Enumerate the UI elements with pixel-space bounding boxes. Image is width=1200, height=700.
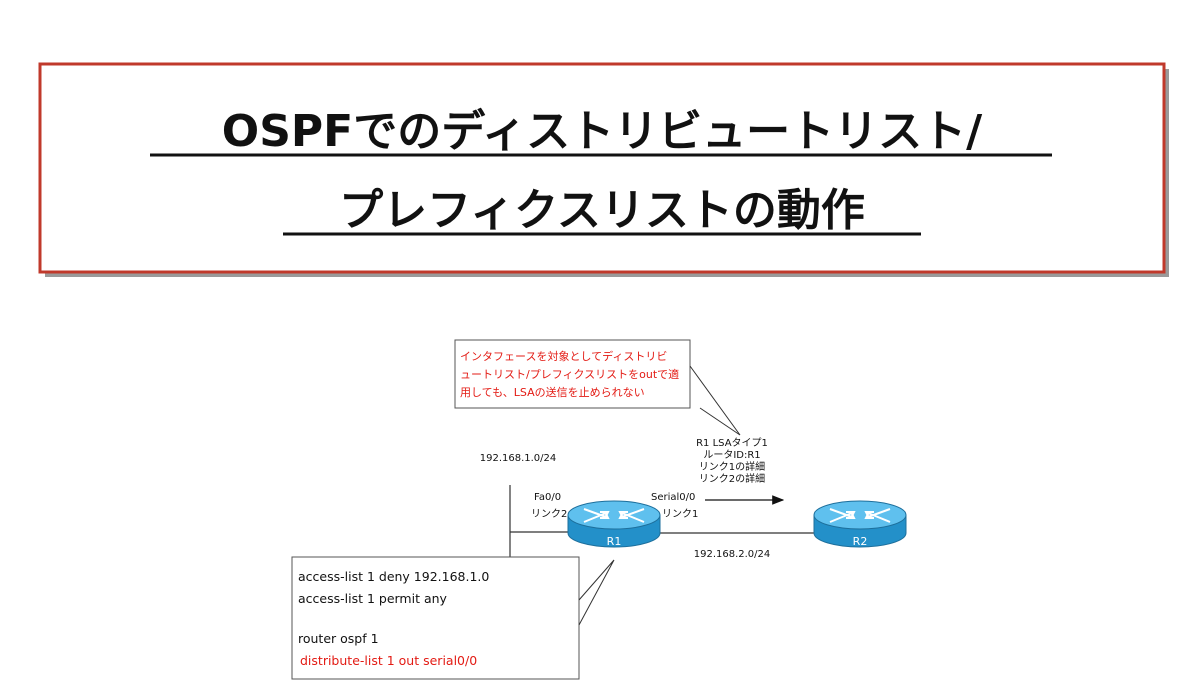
router-icon — [567, 500, 661, 548]
config-line-3: router ospf 1 — [298, 631, 379, 646]
config-box — [291, 556, 580, 680]
note-line-1: インタフェースを対象としてディストリビ — [460, 349, 667, 363]
lsa-line-2: ルータID:R1 — [703, 449, 760, 461]
title-box-frame — [38, 62, 1166, 274]
r1-label: R1 — [607, 535, 622, 548]
note-line-2: ュートリスト/プレフィクスリストをoutで適 — [460, 367, 679, 381]
note-box — [454, 339, 691, 409]
title-line-2: プレフィクスリストの動作 — [339, 185, 865, 236]
note-callout: インタフェースを対象としてディストリビ ュートリスト/プレフィクスリストをout… — [454, 339, 741, 436]
note-line-3: 用しても、LSAの送信を止められない — [460, 385, 645, 399]
title-box: OSPFでのディストリビュートリスト/ プレフィクスリストの動作 — [38, 62, 1169, 277]
title-line-1: OSPFでのディストリビュートリスト/ — [222, 106, 983, 157]
config-line-2: access-list 1 permit any — [298, 591, 448, 606]
note-pointer — [689, 365, 741, 436]
lsa-line-1: R1 LSAタイプ1 — [696, 437, 768, 449]
config-line-1: access-list 1 deny 192.168.1.0 — [298, 569, 489, 584]
router-r1: R1 — [567, 500, 661, 548]
config-line-4: distribute-list 1 out serial0/0 — [300, 653, 477, 668]
router-icon — [813, 500, 907, 548]
lsa-info: R1 LSAタイプ1 ルータID:R1 リンク1の詳細 リンク2の詳細 — [696, 437, 785, 505]
r1-serial-link-label: リンク1 — [662, 508, 698, 520]
left-network: 192.168.1.0/24 — [480, 453, 568, 558]
lsa-line-4: リンク2の詳細 — [699, 472, 765, 485]
router-r2: R2 — [813, 500, 907, 548]
network-right-label: 192.168.2.0/24 — [694, 549, 771, 560]
network-left-label: 192.168.1.0/24 — [480, 453, 557, 464]
r1-fa-interface-label: Fa0/0 — [534, 492, 561, 503]
config-pointer — [578, 559, 615, 626]
r1-fa-link-label: リンク2 — [531, 508, 567, 520]
r1-serial-interface-label: Serial0/0 — [651, 492, 695, 503]
lsa-line-3: リンク1の詳細 — [699, 460, 765, 473]
r2-label: R2 — [853, 535, 868, 548]
config-callout: access-list 1 deny 192.168.1.0 access-li… — [291, 556, 615, 680]
